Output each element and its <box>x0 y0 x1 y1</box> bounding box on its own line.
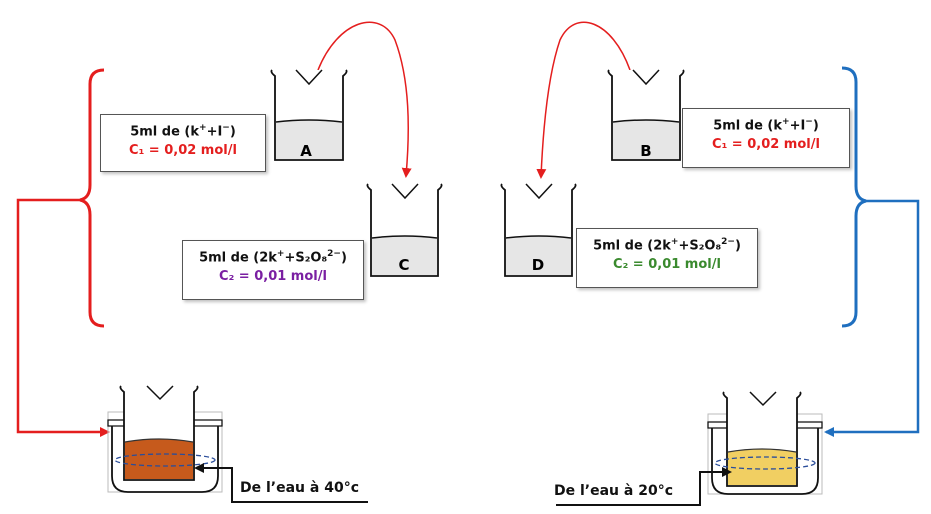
label-box-b-line1: 5ml de (k++I−) <box>713 117 819 134</box>
label-box-a-line2: C₁ = 0,02 mol/l <box>129 143 237 159</box>
transfer-arrow-b-to-d <box>536 21 631 179</box>
bath-right-label: De l’eau à 20°c <box>554 483 673 499</box>
bath-left-label: De l’eau à 40°c <box>240 480 359 496</box>
left-bracket <box>79 68 105 328</box>
beaker-c: C <box>366 183 443 277</box>
beaker-a-label: A <box>300 142 312 160</box>
water-bath-left <box>107 385 223 493</box>
bath-left-liquid <box>125 439 193 479</box>
label-box-c-line2: C₂ = 0,01 mol/l <box>219 269 327 285</box>
transfer-arrow-a-to-c <box>317 21 412 178</box>
water-bath-right <box>707 391 823 495</box>
label-box-b: 5ml de (k++I−) C₁ = 0,02 mol/l <box>682 108 850 168</box>
left-connector-arrow <box>16 198 110 437</box>
beaker-b-label: B <box>640 142 651 160</box>
label-box-a: 5ml de (k++I−) C₁ = 0,02 mol/l <box>100 114 266 172</box>
beaker-d-label: D <box>532 256 544 274</box>
label-box-d-line1: 5ml de (2k++S₂O₈2−) <box>593 237 741 254</box>
bath-right-liquid <box>728 449 796 485</box>
beaker-d: D <box>500 183 577 277</box>
label-box-b-line2: C₁ = 0,02 mol/l <box>712 137 820 153</box>
bath-left-pointer <box>194 463 368 503</box>
bath-right-pointer <box>556 467 732 506</box>
beaker-a: A <box>270 69 348 161</box>
label-box-c-line1: 5ml de (2k++S₂O₈2−) <box>199 249 347 266</box>
beaker-b: B <box>607 69 685 161</box>
beaker-c-label: C <box>398 256 409 274</box>
right-connector-arrow <box>824 199 920 437</box>
right-bracket <box>841 66 867 328</box>
label-box-a-line1: 5ml de (k++I−) <box>130 123 236 140</box>
label-box-c: 5ml de (2k++S₂O₈2−) C₂ = 0,01 mol/l <box>182 240 364 300</box>
label-box-d-line2: C₂ = 0,01 mol/l <box>613 257 721 273</box>
label-box-d: 5ml de (2k++S₂O₈2−) C₂ = 0,01 mol/l <box>576 228 758 288</box>
